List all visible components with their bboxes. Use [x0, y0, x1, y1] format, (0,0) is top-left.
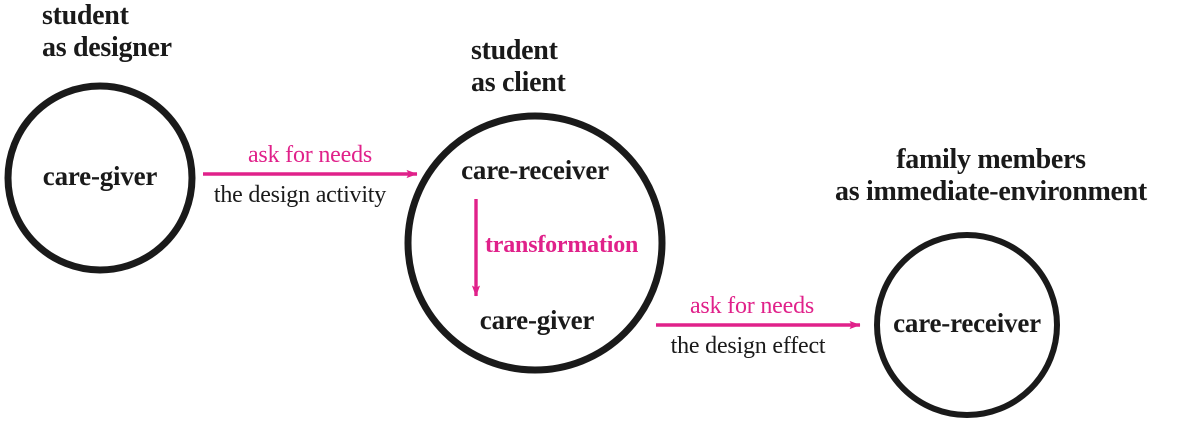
edge-label-ask-for-needs-1: ask for needs	[247, 142, 373, 168]
role-middle-care-receiver: care-receiver	[461, 155, 609, 185]
caption-family-members: family members as immediate-environment	[835, 144, 1147, 209]
edge-label-ask-for-needs-2: ask for needs	[689, 293, 815, 319]
caption-line-2: as designer	[42, 32, 172, 64]
edge-label-the-design-effect: the design effect	[670, 333, 826, 359]
circle-student-as-client	[404, 112, 666, 374]
edge-label-the-design-activity: the design activity	[213, 182, 387, 208]
label-transformation: transformation	[485, 232, 639, 258]
caption-line-1: student	[471, 35, 558, 66]
caption-student-as-client: student as client	[471, 35, 566, 100]
caption-line-1: family members	[896, 144, 1086, 175]
caption-student-as-designer: student as designer	[42, 0, 172, 65]
caption-line-1: student	[42, 0, 129, 31]
caption-line-2: as immediate-environment	[835, 176, 1147, 208]
circle-family-members	[874, 232, 1060, 418]
role-right-care-receiver: care-receiver	[893, 308, 1041, 338]
caption-line-2: as client	[471, 67, 566, 99]
role-middle-care-giver: care-giver	[479, 305, 595, 335]
role-left-care-giver: care-giver	[42, 161, 158, 191]
circle-student-as-designer	[4, 82, 196, 274]
